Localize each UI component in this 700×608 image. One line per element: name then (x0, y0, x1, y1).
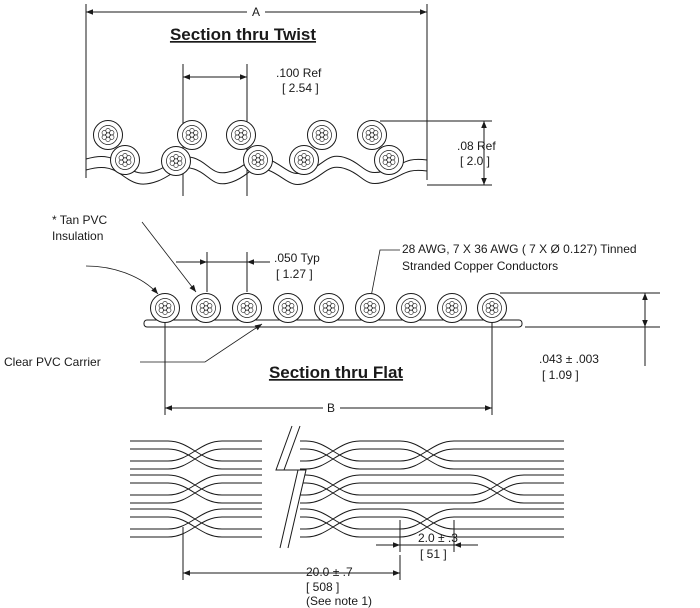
twist-wire (307, 120, 337, 150)
plan-conductor (300, 508, 564, 530)
flat-wire (314, 293, 344, 323)
twist-section: A Section thru Twist .100 Ref [ 2.54 ] .… (85, 4, 496, 196)
plan-conductor (130, 474, 262, 496)
flat-wire (191, 293, 221, 323)
plan-conductor (300, 474, 564, 496)
flat-wire (477, 293, 507, 323)
twist-length-metric: [ 508 ] (306, 580, 339, 594)
twist-wire (93, 120, 123, 150)
twist-length-label: 20.0 ± .7 (306, 565, 353, 579)
plan-conductor (300, 440, 564, 462)
twist-length-note: (See note 1) (306, 594, 372, 608)
break-mask (276, 426, 306, 548)
plan-conductor (300, 448, 564, 470)
first-wire-leader (85, 265, 159, 295)
twist-wire (177, 120, 207, 150)
plan-conductor (130, 440, 262, 462)
plan-conductor (300, 448, 564, 470)
plan-conductor (300, 482, 564, 504)
flat-section: * Tan PVC Insulation .050 Typ [ 1.27 ] 2… (4, 213, 660, 415)
flat-section-title: Section thru Flat (269, 363, 403, 382)
insulation-label-line2: Insulation (52, 229, 103, 243)
plan-view: 2.0 ± .3 [ 51 ] 20.0 ± .7 [ 508 ] (See n… (130, 425, 564, 608)
dim-a-label: A (252, 5, 260, 19)
conductor-label-line1: 28 AWG, 7 X 36 AWG ( 7 X Ø 0.127) Tinned (402, 242, 637, 256)
dim-b-label: B (327, 401, 335, 415)
thickness-metric: [ 1.09 ] (542, 368, 579, 382)
plan-conductor (130, 482, 262, 504)
plan-conductor (300, 516, 564, 538)
thickness-label: .043 ± .003 (539, 352, 599, 366)
conductor-label-line2: Stranded Copper Conductors (402, 259, 558, 273)
twist-wire (289, 145, 319, 175)
flat-wire (355, 293, 385, 323)
plan-conductor (130, 448, 262, 470)
plan-conductor (130, 508, 262, 530)
twist-wire (226, 120, 256, 150)
plan-conductor (300, 482, 564, 504)
twist-wire (110, 145, 140, 175)
plan-conductor (300, 474, 564, 496)
conductor-leader (368, 249, 400, 303)
twist-wire (161, 146, 191, 176)
flat-wire (396, 293, 426, 323)
twist-wire (374, 145, 404, 175)
pitch-typ-metric: [ 1.27 ] (276, 267, 313, 281)
break-line-right (283, 425, 307, 549)
carrier-label: Clear PVC Carrier (4, 355, 101, 369)
twist-wire (357, 120, 387, 150)
insulation-leader (141, 221, 197, 293)
twist-section-title: Section thru Twist (170, 25, 316, 44)
twist-wire (243, 145, 273, 175)
plan-conductor (130, 516, 262, 538)
insulation-label-line1: * Tan PVC (52, 213, 107, 227)
plan-conductor (300, 516, 564, 538)
flat-length-label: 2.0 ± .3 (418, 531, 458, 545)
plan-conductor (300, 440, 564, 462)
flat-wire (232, 293, 262, 323)
carrier-leader (140, 323, 263, 363)
flat-length-metric: [ 51 ] (420, 547, 447, 561)
flat-wire (273, 293, 303, 323)
flat-wire (150, 293, 180, 323)
pitch-ref-metric: [ 2.54 ] (282, 81, 319, 95)
height-ref-label: .08 Ref (457, 139, 496, 153)
pitch-typ-label: .050 Typ (274, 251, 320, 265)
flat-wire (437, 293, 467, 323)
pitch-ref-label: .100 Ref (276, 66, 322, 80)
plan-conductor (300, 508, 564, 530)
height-ref-metric: [ 2.0 ] (460, 154, 490, 168)
